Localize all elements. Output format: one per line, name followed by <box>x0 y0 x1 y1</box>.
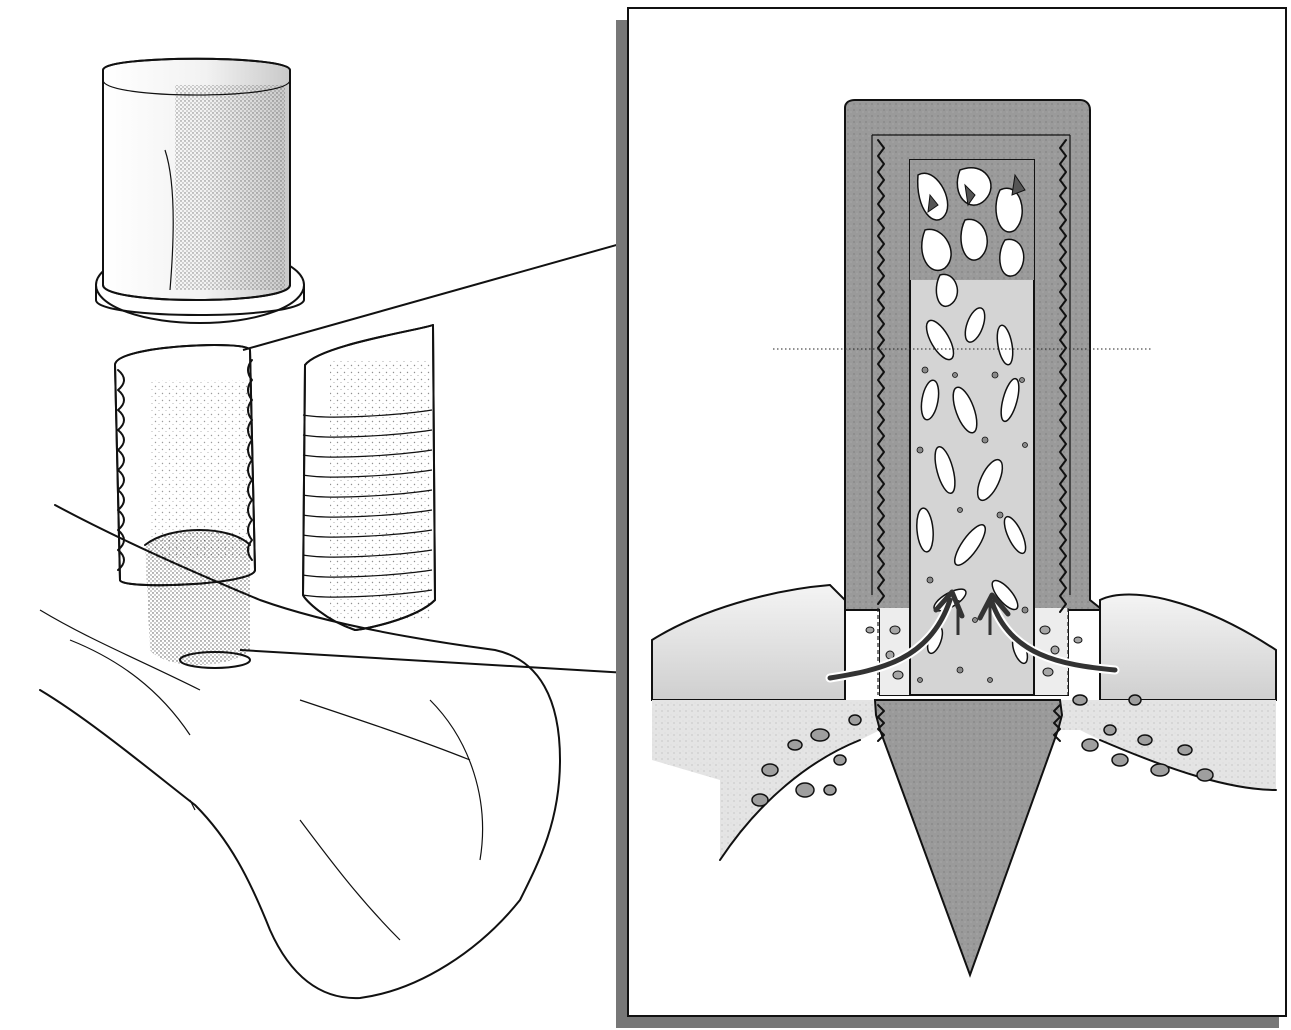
left-illustration <box>40 59 560 998</box>
healing-cap <box>96 59 304 323</box>
implant-shell-cutaway <box>115 345 255 668</box>
cross-section-panel <box>616 8 1286 1028</box>
bone-core <box>910 160 1034 695</box>
jaw-bone <box>40 505 560 998</box>
threaded-half-shell <box>303 325 435 630</box>
